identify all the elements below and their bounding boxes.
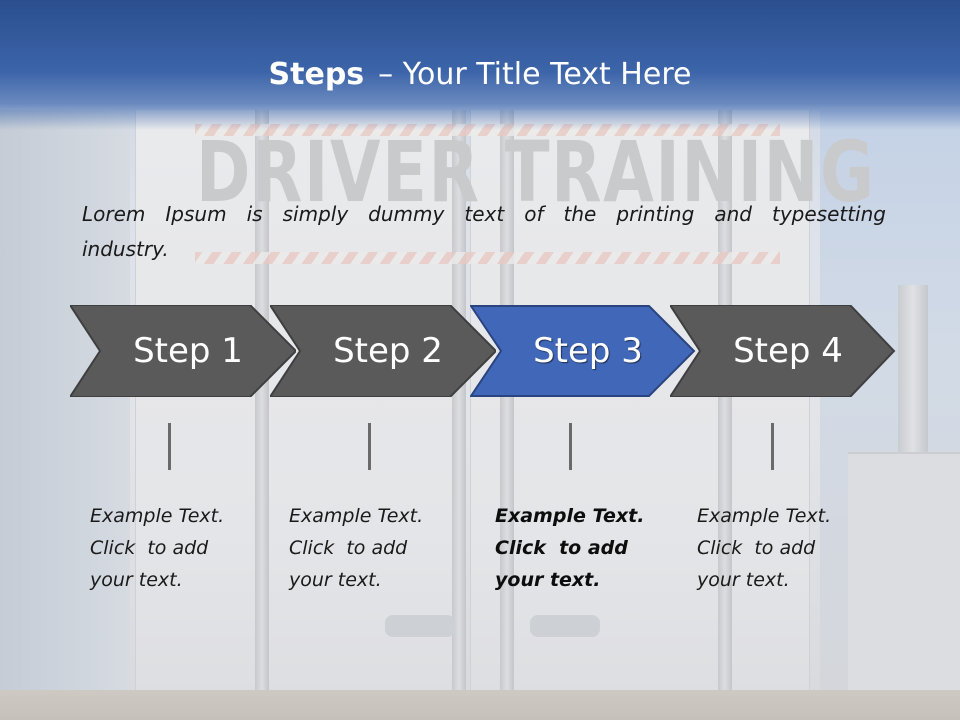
step-label: Step 4 (733, 331, 843, 371)
title-rest: – Your Title Text Here (378, 57, 692, 92)
step-label: Step 3 (533, 331, 643, 371)
chevron-shape (70, 305, 296, 397)
background-trailer-right (848, 452, 960, 720)
background-ground (0, 690, 960, 720)
step-caption-3[interactable]: Example Text. Click to add your text. (495, 500, 665, 596)
background-trailer-left (0, 110, 130, 720)
caption-line: your text. (495, 569, 601, 591)
connector-line (569, 423, 572, 470)
caption-line: Example Text. (495, 505, 645, 527)
caption-line: your text. (90, 569, 183, 591)
caption-line: Click to add (495, 537, 628, 559)
step-chevrons: Step 1 Step 2 Step 3 Step 4 (70, 305, 900, 397)
connector-line (168, 423, 171, 470)
title-band (0, 0, 960, 130)
title-bold: Steps (268, 57, 365, 92)
background-door-right (470, 110, 810, 720)
step-caption-2[interactable]: Example Text. Click to add your text. (289, 500, 459, 596)
background-latch (385, 615, 455, 637)
caption-line: your text. (289, 569, 382, 591)
step-chevron-4[interactable]: Step 4 (670, 305, 896, 397)
background-tower (898, 285, 928, 455)
chevron-shape (470, 305, 696, 397)
connector-line (771, 423, 774, 470)
step-label: Step 2 (333, 331, 443, 371)
caption-line: Example Text. (90, 505, 225, 527)
caption-line: Click to add (90, 537, 209, 559)
caption-line: Click to add (289, 537, 408, 559)
step-chevron-1[interactable]: Step 1 (70, 305, 296, 397)
chevron-shape (670, 305, 896, 397)
slide-title[interactable]: Steps – Your Title Text Here (0, 57, 960, 92)
caption-line: Example Text. (697, 505, 832, 527)
caption-line: Example Text. (289, 505, 424, 527)
connector-line (368, 423, 371, 470)
step-label: Step 1 (133, 331, 243, 371)
caption-line: Click to add (697, 537, 816, 559)
background-latch (530, 615, 600, 637)
step-chevron-2[interactable]: Step 2 (270, 305, 496, 397)
chevron-shape (270, 305, 496, 397)
background-hazard-stripe (195, 252, 780, 264)
step-caption-1[interactable]: Example Text. Click to add your text. (90, 500, 260, 596)
step-caption-4[interactable]: Example Text. Click to add your text. (697, 500, 867, 596)
intro-text[interactable]: Lorem Ipsum is simply dummy text of the … (82, 197, 886, 267)
intro-line: industry. (82, 237, 169, 261)
caption-line: your text. (697, 569, 790, 591)
intro-line: Lorem Ipsum is simply dummy text of the … (82, 202, 886, 226)
step-chevron-3[interactable]: Step 3 (470, 305, 696, 397)
